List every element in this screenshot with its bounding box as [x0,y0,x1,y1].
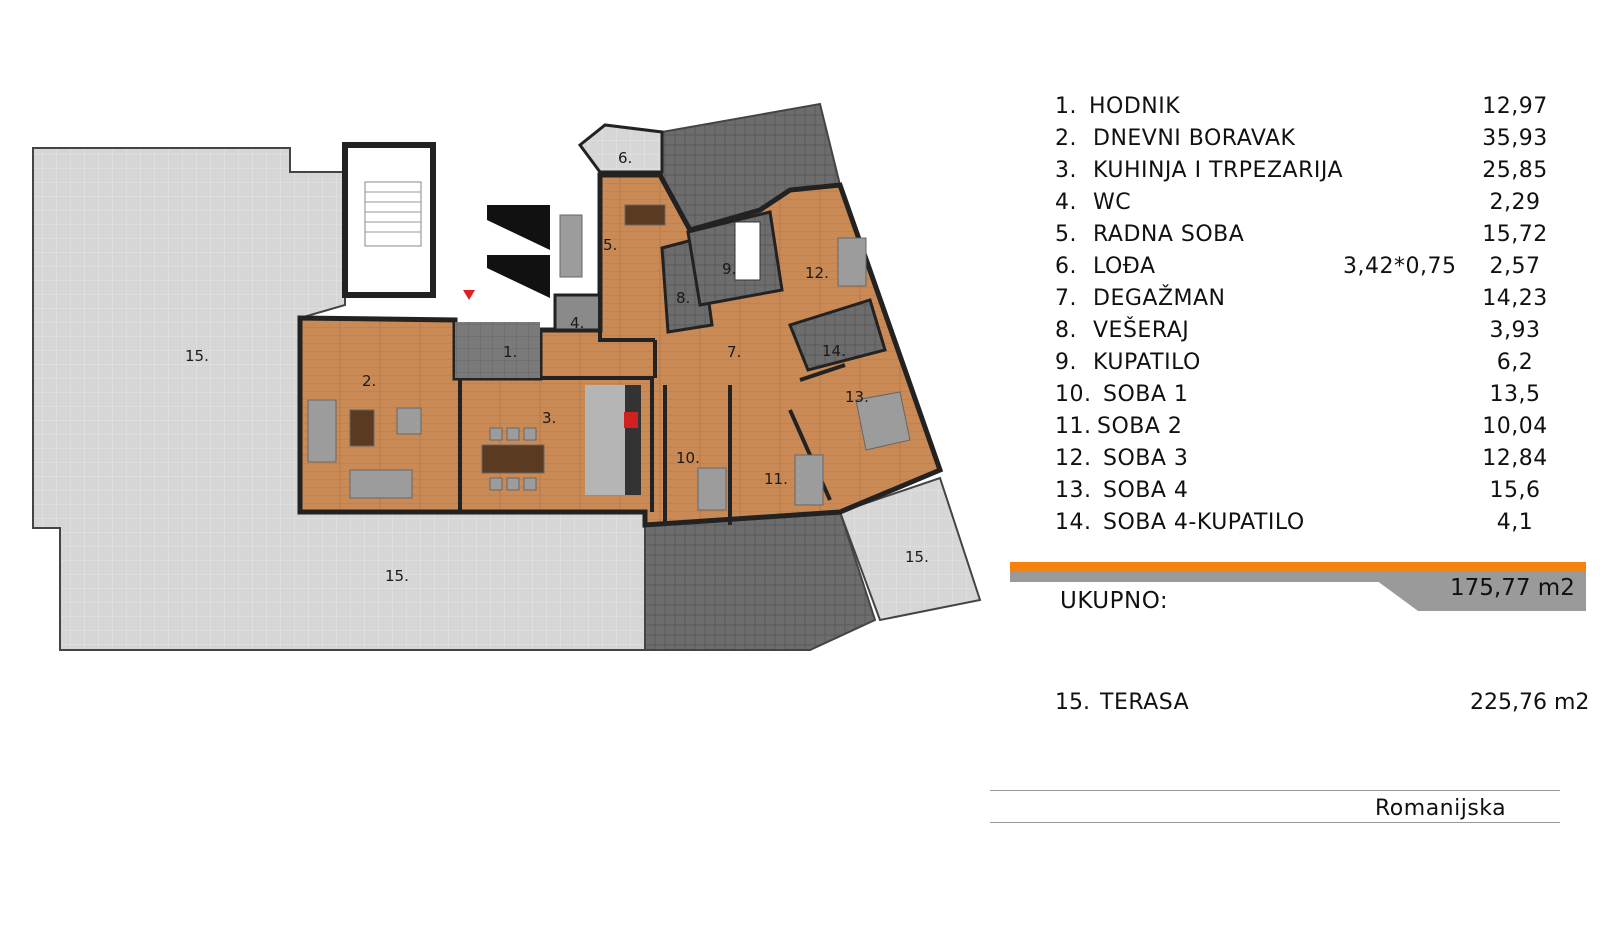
room-area: 35,93 [1482,126,1548,151]
separator-grey-bar [1010,572,1586,582]
plan-label: 13. [845,388,869,406]
table-row: 12. SOBA 3 12,84 [1055,446,1595,478]
divider-bottom [990,822,1560,823]
room-area: 2,57 [1489,254,1541,279]
plan-label: 15. [385,567,409,585]
room-number: 9. [1055,350,1077,375]
table-row: 4. WC 2,29 [1055,190,1595,222]
total-value: 175,77 m2 [1450,575,1575,601]
plan-label: 15. [185,347,209,365]
table-row: 7. DEGAŽMAN 14,23 [1055,286,1595,318]
room-labels: 1. 2. 3. 4. 5. 6. 7. 8. 9. 10. 11. 12. 1… [185,149,929,585]
room-name: RADNA SOBA [1093,222,1245,247]
plan-label: 15. [905,548,929,566]
table-row: 8. VEŠERAJ 3,93 [1055,318,1595,350]
wc-room [553,293,602,332]
room-number: 6. [1055,254,1077,279]
total-label: UKUPNO: [1060,588,1169,614]
plan-label: 12. [805,264,829,282]
room-number: 11. [1055,414,1092,439]
room-area: 2,29 [1489,190,1541,215]
room-area: 13,5 [1489,382,1541,407]
terrace-number: 15. [1055,690,1090,715]
plan-label: 5. [603,236,617,254]
room-name: HODNIK [1089,94,1181,119]
room-number: 7. [1055,286,1077,311]
room-name: KUHINJA I TRPEZARIJA [1093,158,1343,183]
room-name: WC [1093,190,1132,215]
floor-plan: 1. 2. 3. 4. 5. 6. 7. 8. 9. 10. 11. 12. 1… [32,102,982,651]
room-name: SOBA 1 [1103,382,1189,407]
room-name: DEGAŽMAN [1093,286,1226,311]
room-name: LOĐA [1093,254,1156,279]
plan-label: 3. [542,409,556,427]
room-dimensions: 3,42*0,75 [1343,254,1457,279]
hall-tile [455,322,540,378]
table-row: 3. KUHINJA I TRPEZARIJA 25,85 [1055,158,1595,190]
table-row: 6. LOĐA 3,42*0,75 2,57 [1055,254,1595,286]
table-row: 2. DNEVNI BORAVAK 35,93 [1055,126,1595,158]
room-number: 8. [1055,318,1077,343]
room-number: 1. [1055,94,1077,119]
table-row: 5. RADNA SOBA 15,72 [1055,222,1595,254]
plan-label: 1. [503,343,517,361]
plan-label: 8. [676,289,690,307]
room-area: 10,04 [1482,414,1548,439]
room-name: SOBA 3 [1103,446,1189,471]
plan-label: 11. [764,470,788,488]
room-area: 12,84 [1482,446,1548,471]
room-name: SOBA 2 [1097,414,1183,439]
room-area: 14,23 [1482,286,1548,311]
separator-orange-bar [1010,562,1586,572]
furniture [307,204,911,511]
room-number: 13. [1055,478,1092,503]
room-number: 10. [1055,382,1092,407]
ensuite-room [788,298,887,372]
room-number: 14. [1055,510,1092,535]
room-number: 2. [1055,126,1077,151]
plan-label: 14. [822,342,846,360]
room-name: VEŠERAJ [1093,318,1190,343]
room-name: DNEVNI BORAVAK [1093,126,1296,151]
terrace-value: 225,76 m2 [1470,690,1590,715]
room-area: 6,2 [1496,350,1534,375]
room-number: 4. [1055,190,1077,215]
room-area: 12,97 [1482,94,1548,119]
loggia [577,123,664,174]
table-row: 9. KUPATILO 6,2 [1055,350,1595,382]
elevator-2 [487,255,550,298]
room-area: 15,72 [1482,222,1548,247]
plan-label: 4. [570,314,584,332]
table-row: 1. HODNIK 12,97 [1055,94,1595,126]
room-number: 3. [1055,158,1077,183]
elevator-1 [487,205,550,250]
room-name: KUPATILO [1093,350,1201,375]
kitchen-strip [585,385,625,495]
divider-top [990,790,1560,791]
room-number: 5. [1055,222,1077,247]
room-name: SOBA 4 [1103,478,1189,503]
room-area: 3,93 [1489,318,1541,343]
terrace-area-right [838,476,982,622]
room-name: SOBA 4-KUPATILO [1103,510,1305,535]
plan-label: 6. [618,149,632,167]
interior-walls [458,175,846,525]
room-area: 25,85 [1482,158,1548,183]
entrance-marker [463,290,475,300]
plan-label: 7. [727,343,741,361]
room-number: 12. [1055,446,1092,471]
table-row: 10. SOBA 1 13,5 [1055,382,1595,414]
room-area: 15,6 [1489,478,1541,503]
plan-label: 9. [722,260,736,278]
table-row: 11.SOBA 2 10,04 [1055,414,1595,446]
plan-label: 2. [362,372,376,390]
terrace-name: TERASA [1100,690,1190,715]
dark-terrace-bottom [644,510,877,651]
table-row: 13. SOBA 4 15,6 [1055,478,1595,510]
stair-core [342,142,436,298]
room-area: 4,1 [1496,510,1534,535]
plan-label: 10. [676,449,700,467]
street-name: Romanijska [1375,796,1507,821]
table-row: 14. SOBA 4-KUPATILO 4,1 [1055,510,1595,542]
